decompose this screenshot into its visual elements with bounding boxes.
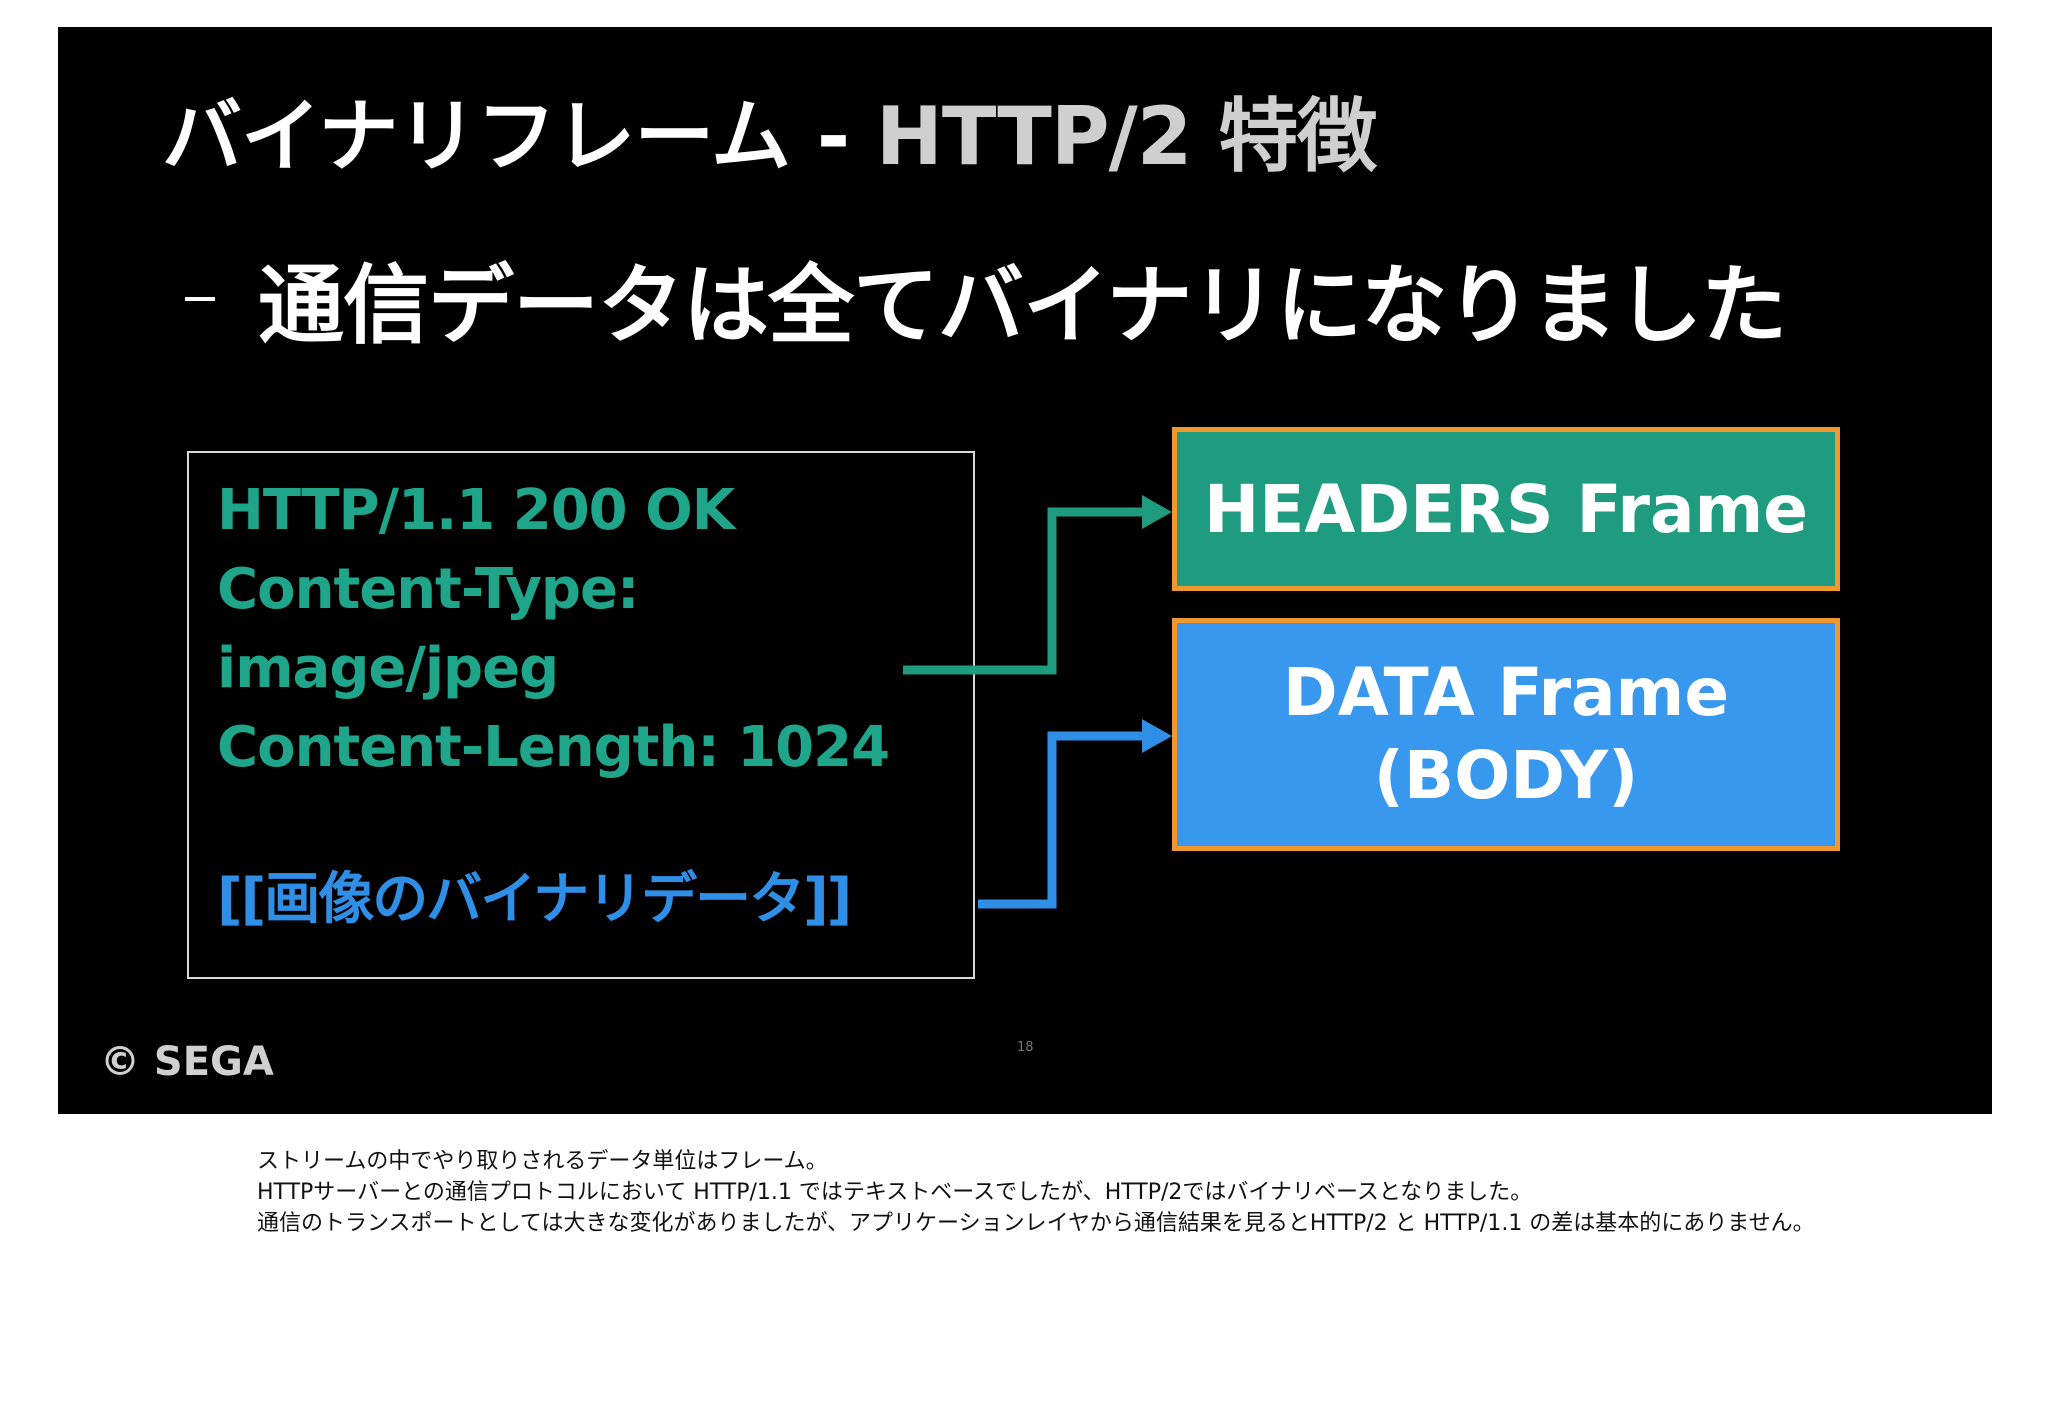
response-line-mime: image/jpeg <box>217 636 559 701</box>
presentation-slide: バイナリフレーム - HTTP/2 特徴 通信データは全てバイナリになりました … <box>58 27 1992 1114</box>
response-binary-data: [[画像のバイナリデータ]] <box>217 867 852 932</box>
data-arrow <box>978 731 1142 909</box>
response-line-content-type: Content-Type: <box>217 557 639 622</box>
data-arrow-head <box>1142 719 1172 753</box>
headers-frame-box: HEADERS Frame <box>1172 427 1840 591</box>
headers-arrow-head <box>1142 495 1172 529</box>
notes-paragraph: ストリームの中でやり取りされるデータ単位はフレーム。 <box>257 1149 828 1174</box>
slide-title: バイナリフレーム - HTTP/2 特徴 <box>162 90 1377 183</box>
headers-frame-label: HEADERS Frame <box>1203 470 1809 548</box>
slide-bullet: 通信データは全てバイナリになりました <box>258 256 1787 356</box>
slide-title-sub: HTTP/2 特徴 <box>875 90 1377 183</box>
arrows-diagram <box>903 495 1172 909</box>
http-response-box <box>187 451 975 979</box>
data-frame-box: DATA Frame (BODY) <box>1172 618 1840 851</box>
data-frame-body-label: (BODY) <box>1373 736 1639 814</box>
copyright-notice: © SEGA <box>100 1039 274 1085</box>
slide-page-number: 18 <box>1017 1040 1034 1055</box>
notes-paragraph: 通信のトランスポートとしては大きな変化がありましたが、アプリケーションレイヤから… <box>257 1211 1815 1236</box>
headers-arrow <box>903 507 1142 675</box>
response-line-status: HTTP/1.1 200 OK <box>217 478 735 543</box>
slide-title-main: バイナリフレーム - <box>162 90 876 183</box>
response-line-content-length: Content-Length: 1024 <box>217 715 890 780</box>
data-frame-label: DATA Frame <box>1282 654 1730 731</box>
speaker-notes: ストリームの中でやり取りされるデータ単位はフレーム。 HTTPサーバーとの通信プ… <box>257 1146 1837 1239</box>
bullet-dash <box>185 297 215 301</box>
notes-paragraph: HTTPサーバーとの通信プロトコルにおいて HTTP/1.1 ではテキストベース… <box>257 1180 1533 1205</box>
